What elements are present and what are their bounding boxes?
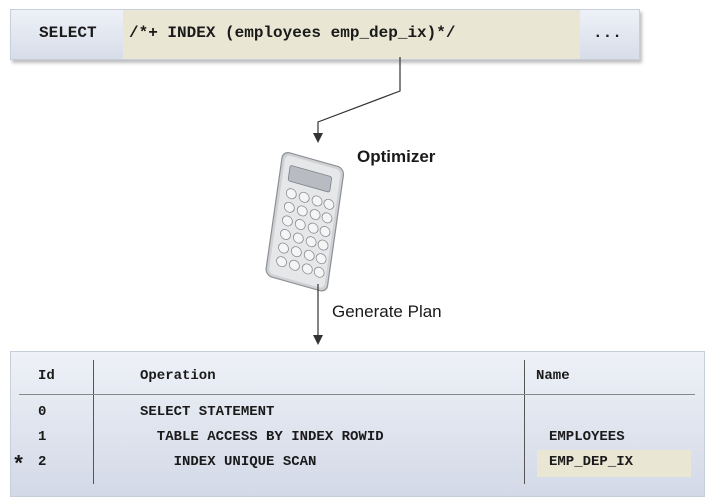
- row-operation: INDEX UNIQUE SCAN: [140, 454, 317, 470]
- sql-index-hint: /*+ INDEX (employees emp_dep_ix)*/: [129, 24, 456, 42]
- header-name: Name: [536, 368, 570, 384]
- row-operation: TABLE ACCESS BY INDEX ROWID: [140, 429, 384, 445]
- arrowhead-down-2: [313, 335, 323, 345]
- column-divider-id: [93, 360, 94, 484]
- sql-select-keyword: SELECT: [39, 24, 97, 42]
- predicate-marker: *: [12, 453, 26, 478]
- header-id: Id: [38, 368, 55, 384]
- arrowhead-down-1: [313, 133, 323, 143]
- execution-plan-table: Id Operation Name * 0 SELECT STATEMENT 1…: [10, 351, 705, 497]
- sql-ellipsis: ...: [593, 24, 622, 42]
- column-divider-operation: [524, 360, 525, 484]
- hint-to-optimizer-arrow: [317, 57, 401, 134]
- row-id: 0: [38, 404, 47, 420]
- row-name: EMP_DEP_IX: [549, 454, 634, 470]
- optimizer-label: Optimizer: [357, 147, 436, 166]
- sql-statement-box: SELECT /*+ INDEX (employees emp_dep_ix)*…: [10, 9, 640, 60]
- row-id: 2: [38, 454, 47, 470]
- name-highlight: [537, 450, 691, 477]
- row-name: EMPLOYEES: [549, 429, 625, 445]
- header-operation: Operation: [140, 368, 216, 384]
- row-operation: SELECT STATEMENT: [140, 404, 275, 420]
- row-id: 1: [38, 429, 47, 445]
- generate-plan-label: Generate Plan: [332, 302, 442, 321]
- calculator-icon: [265, 152, 345, 292]
- hint-highlight: [123, 10, 580, 59]
- header-divider: [19, 394, 695, 395]
